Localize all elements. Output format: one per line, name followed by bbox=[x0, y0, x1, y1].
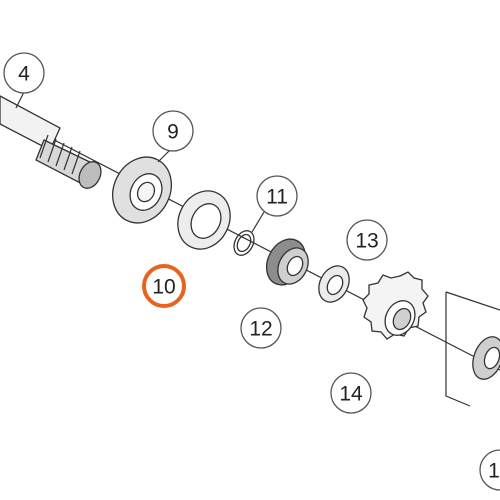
seal-ring-part-10 bbox=[177, 190, 231, 250]
callout-label-14: 14 bbox=[339, 383, 363, 406]
callout-15: 1 bbox=[479, 449, 500, 491]
callout-14: 14 bbox=[330, 372, 372, 414]
callout-label-10: 10 bbox=[152, 276, 175, 299]
cover-part bbox=[445, 291, 500, 407]
callout-circle-14 bbox=[330, 372, 372, 414]
callout-circle-4 bbox=[3, 52, 45, 94]
callout-label-11: 11 bbox=[266, 186, 288, 209]
callout-11: 11 bbox=[256, 175, 298, 217]
o-ring-part-11 bbox=[233, 230, 255, 256]
callout-10: 10 bbox=[142, 264, 186, 308]
callout-4: 4 bbox=[3, 52, 45, 94]
callout-circle-11 bbox=[256, 175, 298, 217]
callout-circle-9 bbox=[152, 110, 194, 152]
spacer-part-12 bbox=[265, 238, 309, 286]
callout-circle-12 bbox=[240, 307, 282, 349]
callout-label-4: 4 bbox=[18, 63, 30, 86]
callout-12: 12 bbox=[240, 307, 282, 349]
callout-circle-13 bbox=[346, 219, 388, 261]
callout-9: 9 bbox=[152, 110, 194, 152]
shaft-part-4 bbox=[0, 95, 102, 189]
callout-circle-10 bbox=[142, 264, 186, 308]
callout-13: 13 bbox=[346, 219, 388, 261]
callout-circle-15 bbox=[479, 449, 500, 491]
washer-part-13 bbox=[318, 265, 350, 303]
callout-label-12: 12 bbox=[249, 318, 272, 341]
bearing-part-9 bbox=[112, 156, 172, 224]
shaft-axis bbox=[0, 111, 500, 371]
callout-label-15: 1 bbox=[488, 460, 500, 483]
leader-4 bbox=[15, 91, 25, 109]
sprocket-part-14 bbox=[362, 271, 429, 340]
callout-label-13: 13 bbox=[355, 230, 378, 253]
leader-11 bbox=[251, 211, 265, 233]
callout-label-9: 9 bbox=[167, 121, 179, 144]
